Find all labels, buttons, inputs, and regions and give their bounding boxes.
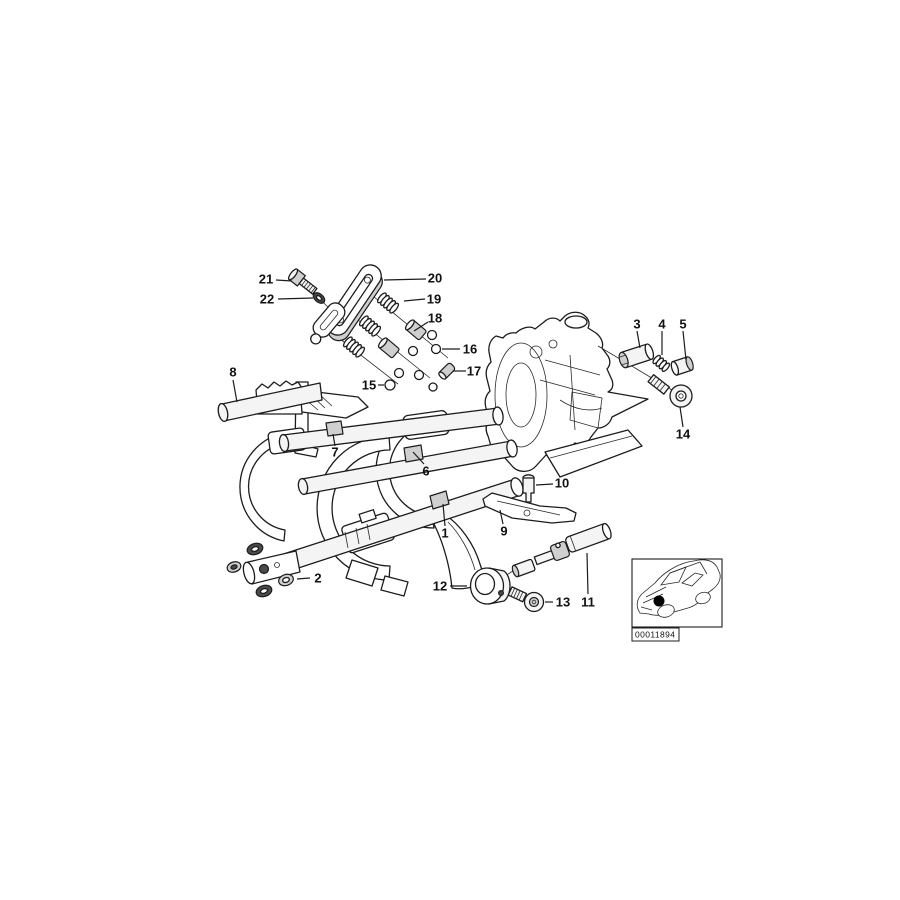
callout-19[interactable]: 19 [427,292,441,307]
callout-11[interactable]: 11 [581,595,595,610]
detent-springs [342,292,400,358]
callout-6[interactable]: 6 [422,464,429,479]
callout-22[interactable]: 22 [260,292,274,307]
selector-rod-11 [504,522,612,578]
transmission-housing [484,311,673,478]
callout-21[interactable]: 21 [259,272,273,287]
shift-rod-6 [297,439,518,496]
dowel-pin-3 [618,343,655,369]
image-code-box [631,627,680,642]
spring-4 [652,354,671,372]
image-code-label: 00011894 [635,630,675,640]
callout-2[interactable]: 2 [314,571,321,586]
callout-1[interactable]: 1 [441,526,448,541]
leader-lines [232,278,687,603]
location-dot [653,595,665,607]
socket-bolt-14 [647,374,693,408]
selector-pin-10 [522,474,535,503]
callout-18[interactable]: 18 [428,311,442,326]
callout-3[interactable]: 3 [633,317,640,332]
shift-rod-1 [242,477,524,585]
detent-pin-17 [438,362,456,380]
callout-17[interactable]: 17 [467,364,481,379]
plug-5 [670,356,694,376]
selector-head-assembly [302,264,449,385]
detent-balls [384,329,442,392]
bearing-bushing-12 [469,567,511,605]
selector-lever-9 [482,492,577,524]
callout-5[interactable]: 5 [679,317,686,332]
callout-12[interactable]: 12 [433,579,447,594]
callout-15[interactable]: 15 [362,378,376,393]
car-location-icon [636,559,721,618]
shift-rod-7 [278,406,504,453]
shift-rod-8 [217,382,323,423]
callout-4[interactable]: 4 [658,317,666,332]
callout-9[interactable]: 9 [500,524,507,539]
callout-14[interactable]: 14 [676,427,691,442]
lock-washer-22 [312,292,326,304]
callout-8[interactable]: 8 [229,365,236,380]
clamp-bolt-21 [287,268,318,295]
callout-13[interactable]: 13 [556,595,570,610]
callout-labels: 1 2 3 4 5 6 7 8 9 10 11 12 13 14 15 16 1… [229,271,691,610]
callout-16[interactable]: 16 [463,342,477,357]
car-location-thumbnail: 00011894 [631,558,723,642]
detent-caps-and-rings [226,542,294,598]
callout-10[interactable]: 10 [555,476,569,491]
callout-20[interactable]: 20 [428,271,442,286]
detent-sleeves-18 [377,319,427,359]
callout-7[interactable]: 7 [331,445,338,460]
clamp-bolt-13 [507,586,545,613]
